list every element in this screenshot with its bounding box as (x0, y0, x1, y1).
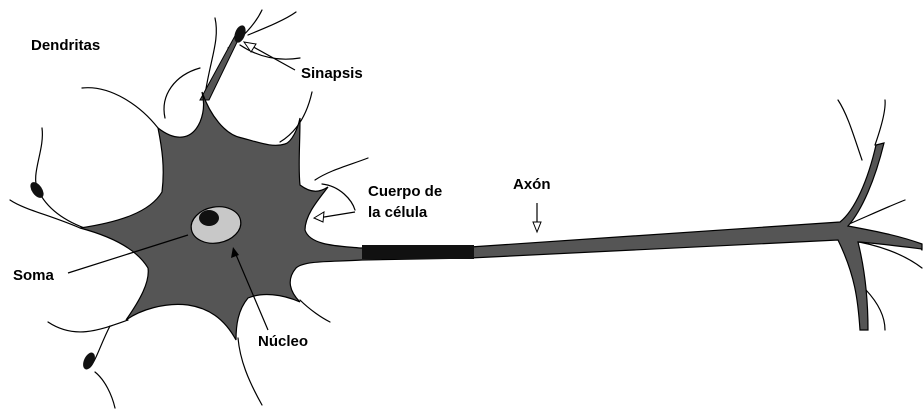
label-cuerpo-line-1: Cuerpo de (368, 181, 442, 202)
axon-terminal-branch (866, 290, 885, 330)
dendrite-branch (10, 200, 80, 228)
cuerpo-arrowhead (314, 212, 324, 222)
myelin-segment (362, 245, 474, 259)
dendrite-branch (95, 372, 115, 408)
dendrite-branch (48, 320, 128, 332)
axon-arrowhead (533, 222, 541, 232)
dendrite-branch (248, 12, 296, 35)
synapse-knob (28, 180, 47, 200)
sinapsis-pointer-line (248, 44, 295, 70)
label-axon: Axón (513, 175, 551, 195)
sinapsis-arrowhead (244, 42, 256, 52)
dendrite-branch (315, 158, 368, 180)
label-nucleo: Núcleo (258, 332, 308, 352)
label-cuerpo-line-2: la célula (368, 202, 442, 223)
axon-terminal-branch (838, 100, 862, 160)
label-dendritas: Dendritas (31, 36, 100, 56)
dendrite-branch (300, 300, 330, 322)
nucleolus (199, 210, 219, 226)
dendrite-branch (164, 68, 200, 118)
label-sinapsis: Sinapsis (301, 64, 363, 84)
dendrite-trunk (200, 34, 240, 100)
axon-terminal-branch (875, 100, 885, 145)
synapse-knob (81, 351, 98, 372)
label-soma: Soma (13, 266, 54, 286)
dendrite-branch (82, 88, 158, 128)
label-cuerpo-de-la-celula: Cuerpo de la célula (368, 181, 442, 223)
